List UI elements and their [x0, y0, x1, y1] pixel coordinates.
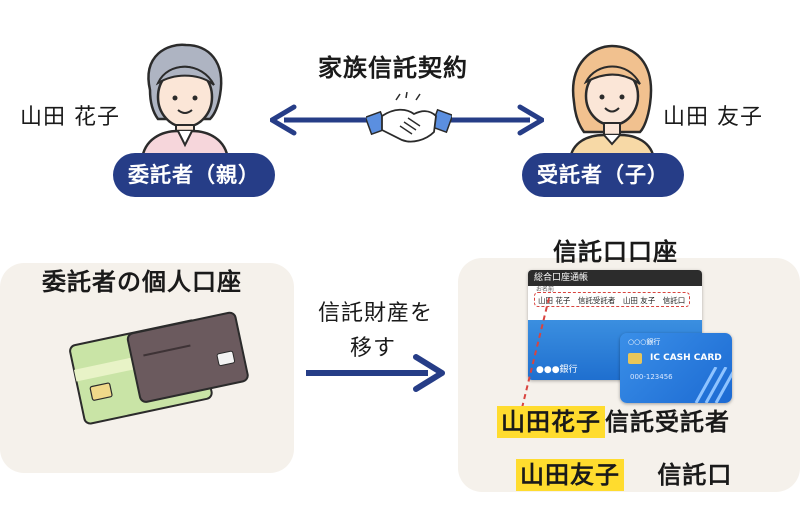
- contract-title: 家族信託契約: [318, 54, 468, 82]
- card-number: 000-123456: [630, 373, 673, 381]
- card-bank-name: ○○○銀行: [628, 338, 661, 346]
- name-callout-line: [520, 297, 550, 413]
- settlor-name: 山田 花子: [20, 105, 120, 130]
- transfer-text-line2: 移す: [350, 336, 397, 361]
- passbook-header: 総合口座通帳: [528, 270, 702, 286]
- account-name-line1: 山田花子信託受託者: [497, 402, 730, 438]
- mother-illustration: [140, 43, 230, 160]
- bank-cards-illustration: [69, 311, 249, 425]
- trust-account-title: 信託口口座: [553, 238, 678, 266]
- handshake-icon: [366, 92, 452, 143]
- daughter-illustration: [568, 44, 656, 160]
- trust-account-suffix: 信託口: [657, 461, 733, 489]
- trust-passbook: 総合口座通帳 お名前 山田 花子 信託受託者 山田 友子 信託口 ●●●銀行: [528, 270, 702, 380]
- trustee-name: 山田 友子: [663, 105, 763, 130]
- card-title: IC CASH CARD: [650, 353, 722, 363]
- ic-cash-card: ○○○銀行 IC CASH CARD 000-123456: [620, 333, 732, 403]
- settlor-role-badge: 委託者（親）: [113, 153, 275, 197]
- trustee-name-highlight: 山田友子: [516, 459, 624, 491]
- card-stripes: [694, 367, 732, 403]
- settlor-name-highlight: 山田花子: [497, 406, 605, 438]
- trustee-suffix: 信託受託者: [605, 408, 730, 436]
- card-chip: [628, 353, 642, 364]
- trustee-role-badge: 受託者（子）: [522, 153, 684, 197]
- passbook-name-caption: お名前: [536, 286, 555, 293]
- passbook-bank-name: ●●●銀行: [536, 365, 578, 375]
- passbook-account-name: 山田 花子 信託受託者 山田 友子 信託口: [534, 292, 690, 307]
- personal-account-title: 委託者の個人口座: [42, 268, 242, 296]
- transfer-arrow: [306, 354, 445, 392]
- transfer-text-line1: 信託財産を: [318, 301, 434, 326]
- account-name-line2: 山田友子 信託口: [516, 455, 733, 491]
